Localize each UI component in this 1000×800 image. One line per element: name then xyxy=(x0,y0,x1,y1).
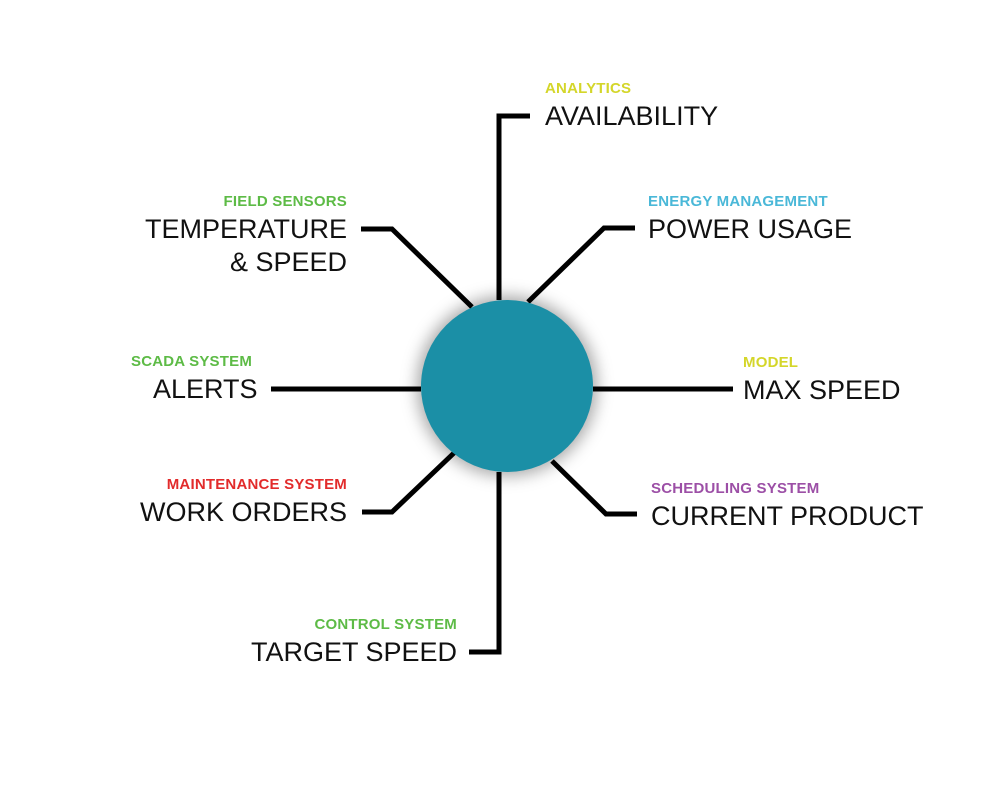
node-control-system: CONTROL SYSTEM TARGET SPEED xyxy=(251,616,457,669)
node-energy-management: ENERGY MANAGEMENT POWER USAGE xyxy=(648,193,852,246)
node-value: AVAILABILITY xyxy=(545,101,719,131)
node-value: MAX SPEED xyxy=(743,375,901,405)
node-category: SCHEDULING SYSTEM xyxy=(651,480,820,497)
node-scada-system: SCADA SYSTEM ALERTS xyxy=(131,353,258,406)
connector-analytics xyxy=(496,113,530,300)
connector-energy-management xyxy=(526,225,635,304)
node-category: MAINTENANCE SYSTEM xyxy=(166,476,347,493)
node-category: SCADA SYSTEM xyxy=(131,353,253,370)
connector-maintenance-system xyxy=(362,450,457,515)
connector-field-sensors xyxy=(361,226,474,309)
node-category: FIELD SENSORS xyxy=(223,193,347,210)
node-category: MODEL xyxy=(743,354,799,371)
node-category: ANALYTICS xyxy=(545,80,632,97)
node-value: CURRENT PRODUCT xyxy=(651,501,924,531)
node-analytics: ANALYTICS AVAILABILITY xyxy=(545,80,718,133)
node-model: MODEL MAX SPEED xyxy=(743,354,901,407)
node-value-line: & SPEED xyxy=(229,247,347,277)
central-hub-circle xyxy=(421,300,593,472)
node-value-line: TEMPERATURE xyxy=(144,214,347,244)
node-value: ALERTS xyxy=(153,374,258,404)
node-scheduling-system: SCHEDULING SYSTEM CURRENT PRODUCT xyxy=(651,480,924,533)
node-category: ENERGY MANAGEMENT xyxy=(648,193,828,210)
node-value: WORK ORDERS xyxy=(139,497,347,527)
connector-control-system xyxy=(469,472,502,655)
node-maintenance-system: MAINTENANCE SYSTEM WORK ORDERS xyxy=(140,476,347,529)
node-value: TARGET SPEED xyxy=(250,637,457,667)
connector-scheduling-system xyxy=(550,459,637,517)
node-field-sensors: FIELD SENSORS TEMPERATURE & SPEED xyxy=(145,193,347,279)
node-value: POWER USAGE xyxy=(648,214,853,244)
node-category: CONTROL SYSTEM xyxy=(314,616,457,633)
